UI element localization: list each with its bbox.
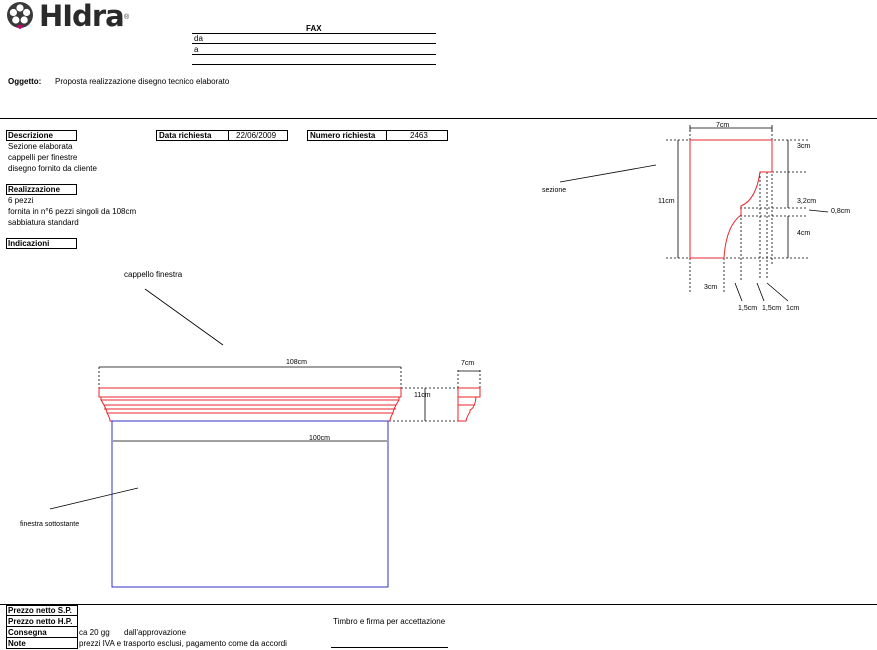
front-dim-width-108: 108cm xyxy=(286,359,308,366)
header-divider xyxy=(0,118,877,119)
descrizione-line-3: disegno fornito da cliente xyxy=(8,164,97,173)
descrizione-line-2: cappelli per finestre xyxy=(8,153,78,162)
data-richiesta-box xyxy=(156,130,288,141)
realizzazione-label-box xyxy=(6,184,77,195)
fax-rule-2 xyxy=(192,43,436,44)
descrizione-line-1: Sezione elaborata xyxy=(8,142,73,151)
indicazioni-label: Indicazioni xyxy=(8,239,50,248)
fax-title: FAX xyxy=(306,24,322,33)
fax-da-label: da xyxy=(194,34,203,43)
logo-wordmark: HIdra xyxy=(39,0,125,33)
section-dim-width-top: 7cm xyxy=(716,122,730,129)
fax-rule-3 xyxy=(192,54,436,55)
section-dim-3cm-top: 3cm xyxy=(797,143,811,150)
footer-row-1-label: Prezzo netto S.P. xyxy=(8,606,72,615)
footer-table: Prezzo netto S.P. Prezzo netto H.P. Cons… xyxy=(6,605,78,649)
section-dim-3cm-bottom: 3cm xyxy=(704,284,718,291)
front-dim-width-100: 100cm xyxy=(309,435,331,442)
data-richiesta-label: Data richiesta xyxy=(159,131,212,140)
footer-row-4-box xyxy=(6,637,78,649)
footer-row-4-label: Note xyxy=(8,639,26,648)
front-label-window: finestra sottostante xyxy=(20,521,80,528)
footer-row-3-label: Consegna xyxy=(8,628,47,637)
subject-value: Proposta realizzazione disegno tecnico e… xyxy=(55,77,230,86)
section-dim-1-5cm-a: 1,5cm xyxy=(738,305,758,312)
footer-consegna-value: ca 20 gg xyxy=(79,628,110,637)
section-dim-1cm: 1cm xyxy=(786,305,800,312)
section-dim-0-8cm: 0,8cm xyxy=(831,208,851,215)
logo-registered-mark: ® xyxy=(124,14,130,21)
footer-divider xyxy=(0,604,877,605)
section-label: sezione xyxy=(542,187,567,194)
section-dim-3-2cm: 3,2cm xyxy=(797,198,817,205)
subject-label: Oggetto: xyxy=(8,77,42,86)
fax-rule-4 xyxy=(192,64,436,65)
footer-note-value: prezzi IVA e trasporto esclusi, pagament… xyxy=(79,639,287,648)
section-dim-height-total: 11cm xyxy=(658,198,675,205)
logo-flower-icon xyxy=(7,2,33,29)
section-dim-4cm: 4cm xyxy=(797,230,811,237)
footer-consegna-extra: dall'approvazione xyxy=(124,628,187,637)
realizzazione-line-2: fornita in n°6 pezzi singoli da 108cm xyxy=(8,207,137,216)
section-dim-1-5cm-b: 1,5cm xyxy=(762,305,782,312)
front-label-cap: cappello finestra xyxy=(124,270,183,279)
signature-line xyxy=(331,647,448,648)
descrizione-label-box xyxy=(6,130,77,141)
data-richiesta-value: 22/06/2009 xyxy=(236,131,277,140)
company-logo: HIdra ® xyxy=(0,0,140,34)
fax-a-label: a xyxy=(194,45,199,54)
fax-rule-1 xyxy=(192,33,436,34)
numero-richiesta-divider xyxy=(386,130,387,141)
numero-richiesta-box xyxy=(307,130,448,141)
front-dim-depth-7: 7cm xyxy=(461,360,475,367)
realizzazione-line-3: sabbiatura standard xyxy=(8,218,79,227)
descrizione-label: Descrizione xyxy=(8,131,53,140)
numero-richiesta-value: 2463 xyxy=(410,131,428,140)
realizzazione-line-1: 6 pezzi xyxy=(8,196,34,205)
numero-richiesta-label: Numero richiesta xyxy=(310,131,376,140)
indicazioni-label-box xyxy=(6,238,77,249)
stamp-label: Timbro e firma per accettazione xyxy=(333,617,446,626)
front-dim-height-11: 11cm xyxy=(414,392,431,399)
realizzazione-label: Realizzazione xyxy=(8,185,61,194)
footer-row-2-label: Prezzo netto H.P. xyxy=(8,617,73,626)
data-richiesta-divider xyxy=(228,130,229,141)
